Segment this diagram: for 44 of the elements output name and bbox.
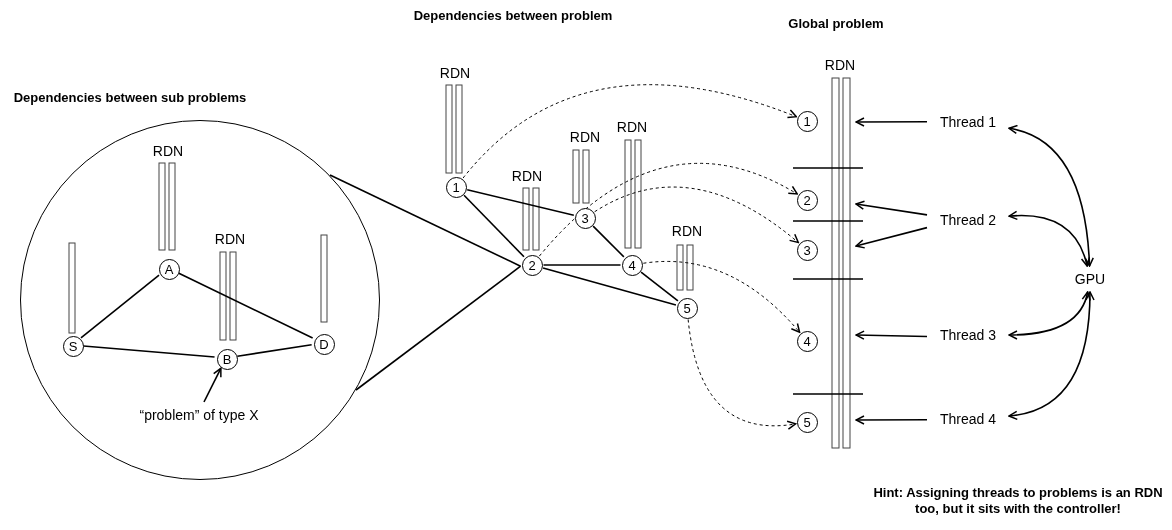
node-label: Thread 3 xyxy=(930,325,1006,345)
connector-line xyxy=(82,345,216,358)
connector-line xyxy=(466,188,575,217)
arrow xyxy=(855,415,928,425)
connector-line xyxy=(463,194,525,258)
arrow xyxy=(1008,291,1091,340)
arrow xyxy=(1008,125,1094,267)
connector-line xyxy=(542,267,677,306)
connector-line xyxy=(236,343,313,358)
dashed-arrow xyxy=(642,261,801,333)
rdn-label: RDN xyxy=(823,57,857,75)
rdn-label: RDN xyxy=(438,65,472,83)
section-heading: Global problem xyxy=(787,16,885,33)
hint-note: Hint: Assigning threads to problems is an RDN too, but it sits with the controller! xyxy=(872,485,1164,518)
rdn-label: RDN xyxy=(213,231,247,249)
node-label: GPU xyxy=(1071,269,1109,289)
node-label: Thread 1 xyxy=(930,112,1006,132)
arrow xyxy=(203,367,222,403)
section-heading: Dependencies between sub problems xyxy=(12,90,248,107)
arrow xyxy=(1008,211,1090,267)
connector-line xyxy=(355,265,522,391)
connector-line xyxy=(592,225,625,258)
arrow xyxy=(1008,291,1095,420)
arrow xyxy=(855,117,928,127)
arrow xyxy=(855,330,928,340)
dashed-arrow xyxy=(594,186,799,244)
dashed-arrow xyxy=(538,163,798,257)
node-label: Thread 2 xyxy=(930,210,1006,230)
node-label: Thread 4 xyxy=(930,409,1006,429)
rdn-label: RDN xyxy=(670,223,704,241)
connector-line xyxy=(542,264,622,266)
connector-line xyxy=(80,274,160,339)
connector-line xyxy=(329,174,522,267)
arrow xyxy=(855,226,928,249)
section-heading: Dependencies between problem xyxy=(412,8,614,25)
node-label: “problem” of type X xyxy=(124,406,274,424)
connector-line xyxy=(640,271,679,302)
dashed-arrow xyxy=(687,318,797,430)
rdn-label: RDN xyxy=(615,119,649,137)
rdn-label: RDN xyxy=(151,143,185,161)
arrow xyxy=(855,200,928,216)
rdn-label: RDN xyxy=(568,129,602,147)
rdn-label: RDN xyxy=(510,168,544,186)
dashed-arrow xyxy=(462,84,798,179)
